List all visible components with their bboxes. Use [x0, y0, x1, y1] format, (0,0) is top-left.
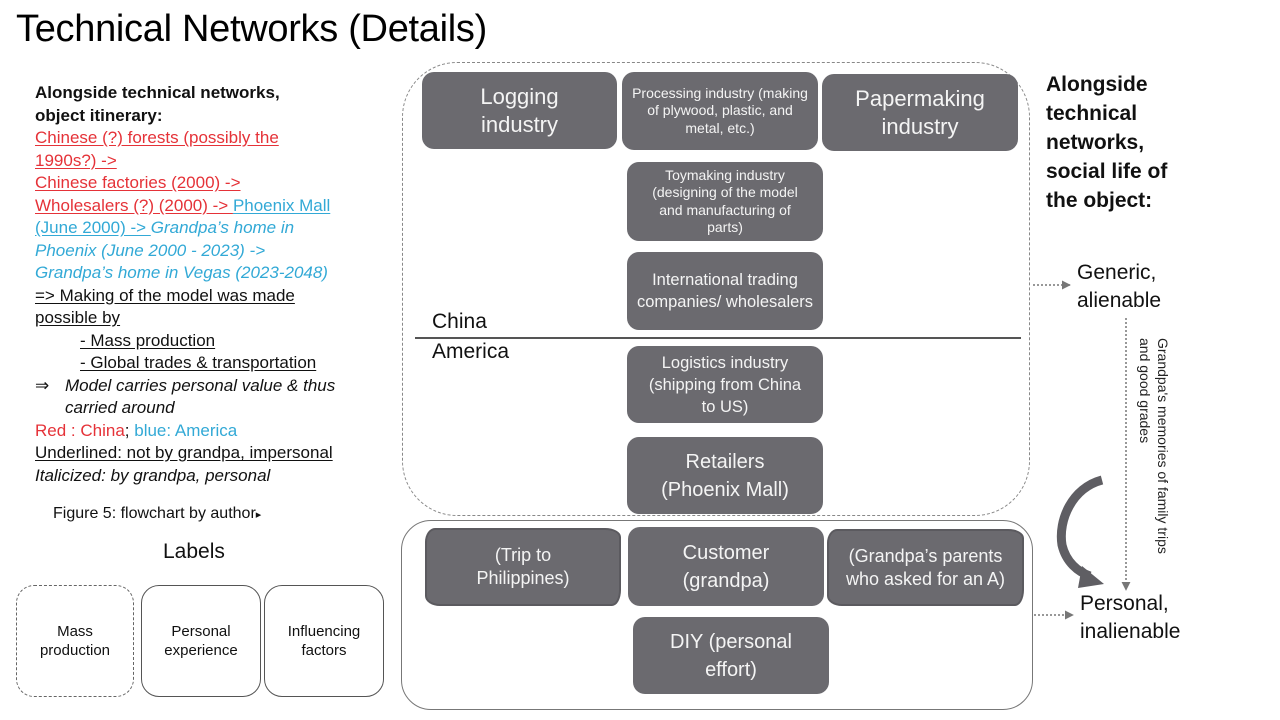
- region-label-america: America: [432, 340, 510, 363]
- legend-personal-experience: Personal experience: [141, 585, 261, 697]
- implies-icon: ⇒: [35, 375, 50, 395]
- memories-annotation: Grandpa's memories of family trips and g…: [1137, 338, 1171, 554]
- node-toymaking-industry: Toymaking industry (designing of the mod…: [627, 162, 823, 241]
- figure-caption: Figure 5: flowchart by author▸: [53, 505, 262, 522]
- mass-production-container: [402, 62, 1030, 516]
- curved-arrow-icon: [1056, 475, 1104, 588]
- label-personal-inalienable: Personal, inalienable: [1080, 592, 1181, 643]
- itinerary-red-3: Chinese factories (2000) ->: [35, 173, 241, 192]
- social-life-heading: Alongside technical networks, social lif…: [1046, 73, 1168, 212]
- legend-blue: blue: America: [129, 420, 238, 440]
- itinerary-red-1: Chinese (?) forests (possibly the: [35, 128, 279, 147]
- itinerary-blue-italic-2: Phoenix (June 2000 - 2023) ->: [35, 240, 266, 260]
- itinerary-blue-1: Phoenix Mall: [232, 195, 331, 215]
- itinerary-notes: Alongside technical networks, object iti…: [35, 82, 380, 487]
- making-line-1: => Making of the model was made: [35, 285, 295, 305]
- bullet-mass-production: - Mass production: [80, 330, 216, 350]
- itinerary-red-2: 1990s?) ->: [35, 150, 117, 170]
- legend-red: Red : China: [35, 420, 125, 440]
- notes-heading-line-1: Alongside technical networks,: [35, 83, 280, 102]
- slide-title: Technical Networks (Details): [16, 8, 487, 50]
- itinerary-blue-italic-3: Grandpa’s home in Vegas (2023-2048): [35, 263, 328, 282]
- node-international-trading: International trading companies/ wholesa…: [627, 252, 823, 330]
- node-grandpas-parents: (Grandpa’s parents who asked for an A): [827, 529, 1024, 606]
- node-trip-to-philippines: (Trip to Philippines): [425, 528, 621, 606]
- itinerary-blue-italic-1: Grandpa’s home in: [150, 218, 295, 237]
- itinerary-blue-2: (June 2000) ->: [35, 218, 151, 237]
- implication-line-1: ⇒Model carries personal value & thus: [35, 375, 380, 398]
- node-processing-industry: Processing industry (making of plywood, …: [622, 72, 818, 150]
- notes-heading-line-2: object itinerary:: [35, 105, 163, 125]
- node-papermaking-industry: Papermaking industry: [822, 74, 1018, 151]
- legend-underlined: Underlined: not by grandpa, impersonal: [35, 443, 333, 462]
- labels-title: Labels: [163, 540, 225, 563]
- label-generic-alienable: Generic, alienable: [1077, 261, 1162, 312]
- region-label-china: China: [432, 310, 487, 333]
- node-customer-grandpa: Customer (grandpa): [628, 527, 824, 606]
- bullet-global-trades: - Global trades & transportation: [80, 353, 317, 372]
- node-logistics-industry: Logistics industry (shipping from China …: [627, 346, 823, 423]
- node-logging-industry: Logging industry: [422, 72, 617, 149]
- personal-experience-container: [401, 520, 1033, 710]
- caption-marker-icon: ▸: [255, 509, 262, 521]
- node-diy-personal-effort: DIY (personal effort): [633, 617, 829, 694]
- color-legend: Red : China; blue: America: [35, 420, 238, 440]
- itinerary-red-4: Wholesalers (?) (2000) ->: [35, 195, 233, 215]
- china-america-divider: [415, 337, 1021, 339]
- making-line-2: possible by: [35, 308, 121, 327]
- implication-line-2: carried around: [65, 398, 175, 417]
- legend-influencing-factors: Influencing factors: [264, 585, 384, 697]
- legend-italic: Italicized: by grandpa, personal: [35, 465, 271, 485]
- node-retailers: Retailers (Phoenix Mall): [627, 437, 823, 514]
- legend-mass-production: Mass production: [16, 585, 134, 697]
